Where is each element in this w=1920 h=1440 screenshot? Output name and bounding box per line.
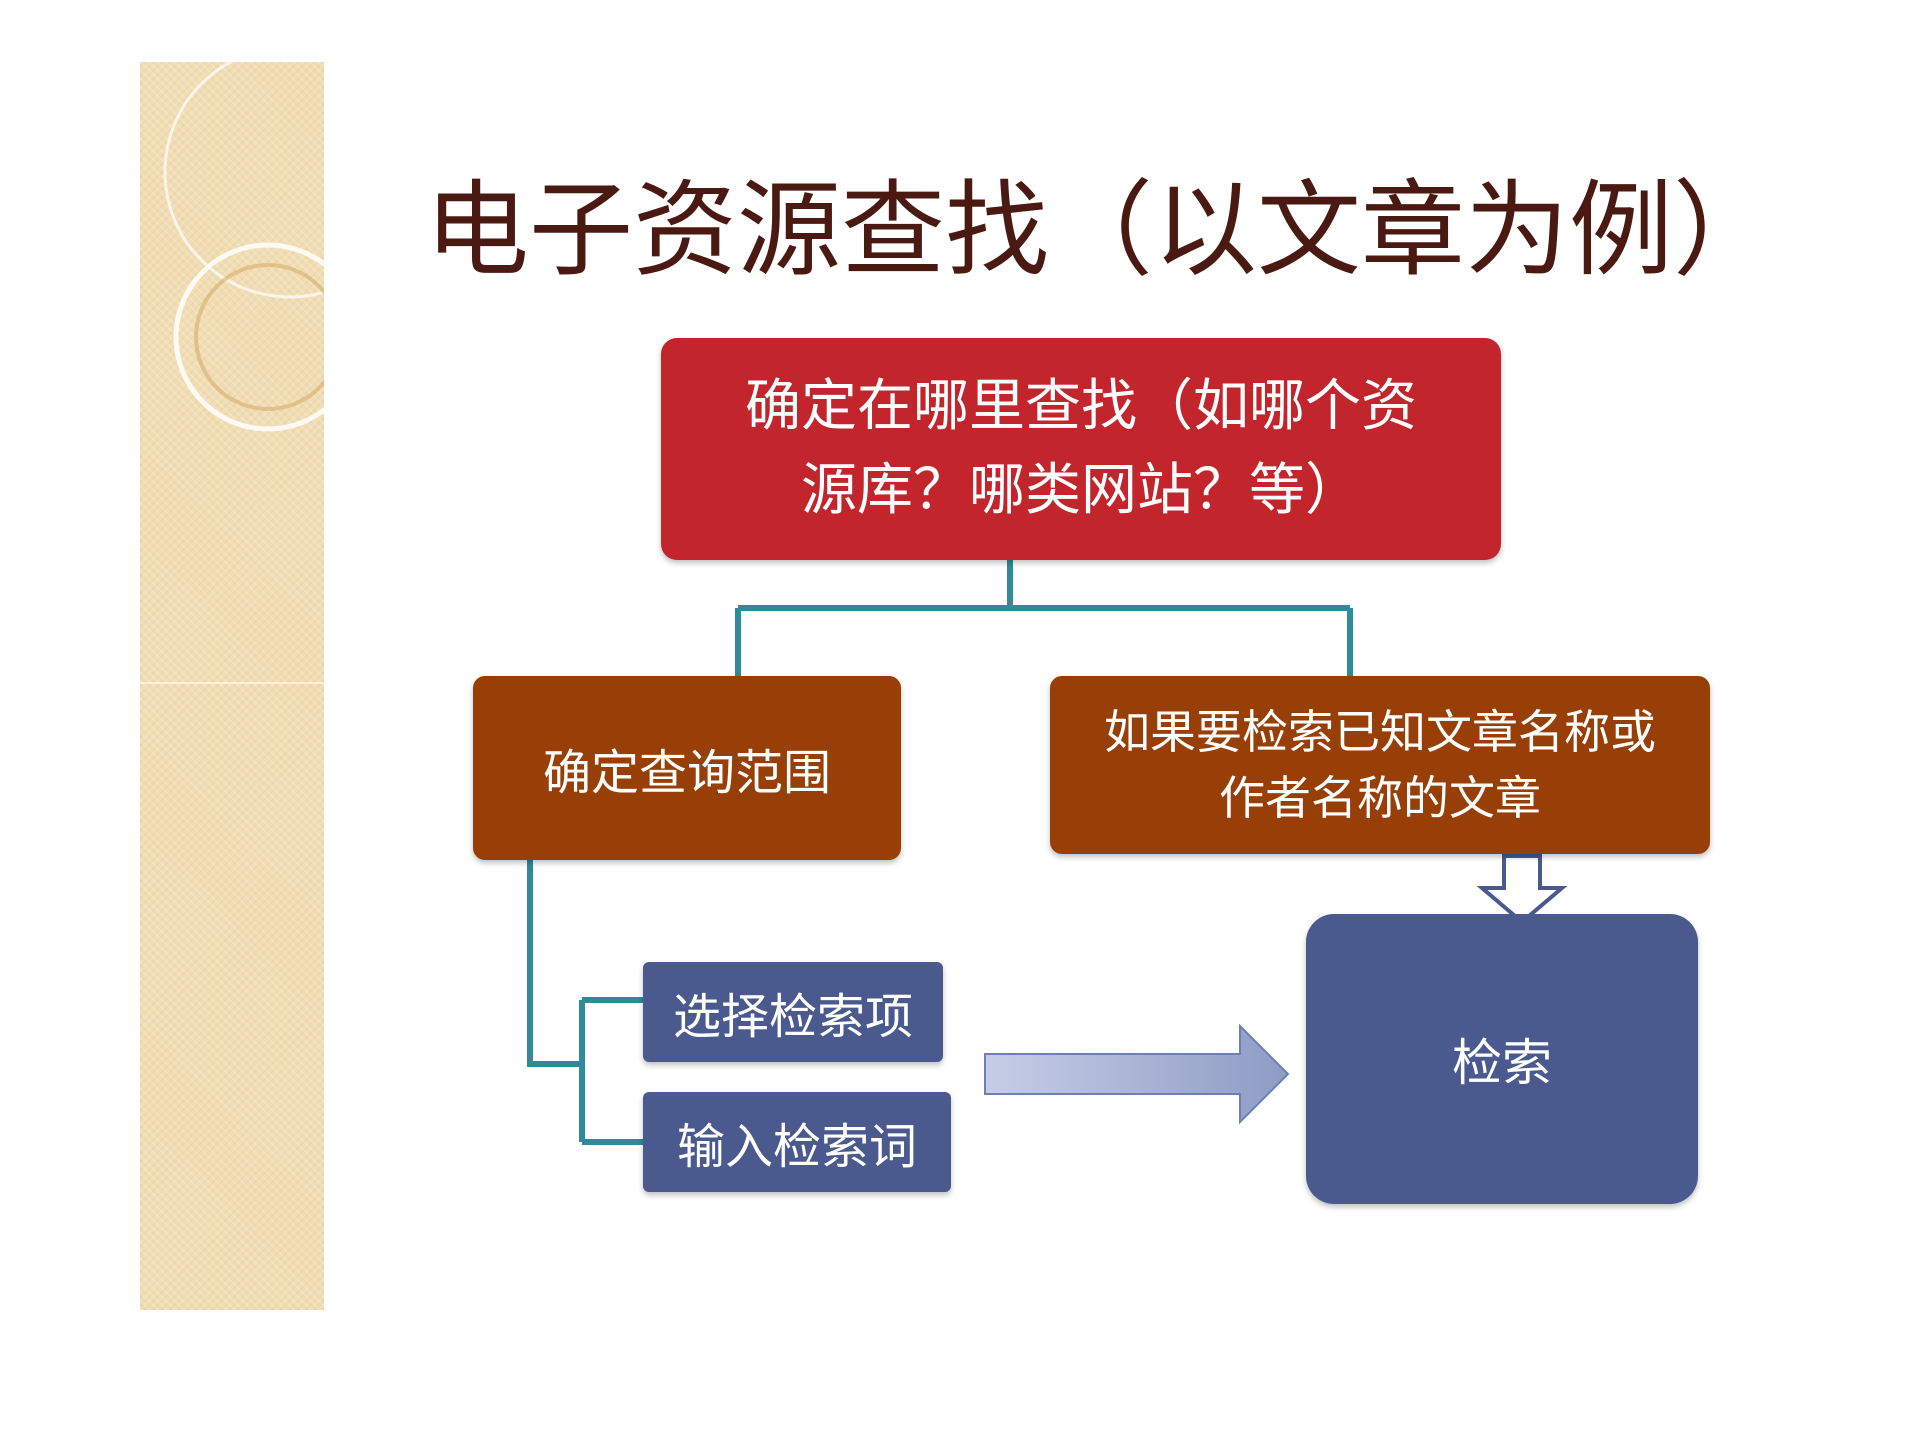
tree-connector (735, 560, 1353, 676)
search-label: 检索 (1452, 1034, 1552, 1092)
known-article-label: 如果要检索已知文章名称或 作者名称的文章 (1104, 705, 1656, 825)
right-arrow-icon (984, 1023, 1290, 1125)
scope-connector (527, 860, 643, 1145)
select-field-box: 选择检索项 (643, 962, 943, 1062)
select-field-label: 选择检索项 (672, 989, 913, 1045)
decorative-circles-icon (163, 62, 324, 432)
decorative-side-strip (140, 62, 324, 1310)
where-to-search-label: 确定在哪里查找（如哪个资 源库？哪类网站？等） (745, 374, 1417, 523)
input-term-box: 输入检索词 (643, 1092, 951, 1192)
define-scope-box: 确定查询范围 (473, 676, 901, 860)
where-to-search-box: 确定在哪里查找（如哪个资 源库？哪类网站？等） (661, 338, 1501, 560)
strip-divider (140, 682, 324, 684)
input-term-label: 输入检索词 (676, 1119, 917, 1175)
search-box: 检索 (1306, 914, 1698, 1204)
known-article-box: 如果要检索已知文章名称或 作者名称的文章 (1050, 676, 1710, 854)
define-scope-label: 确定查询范围 (542, 745, 831, 801)
page-title: 电子资源查找（以文章为例） (425, 169, 1778, 291)
down-arrow-icon (1476, 854, 1568, 925)
